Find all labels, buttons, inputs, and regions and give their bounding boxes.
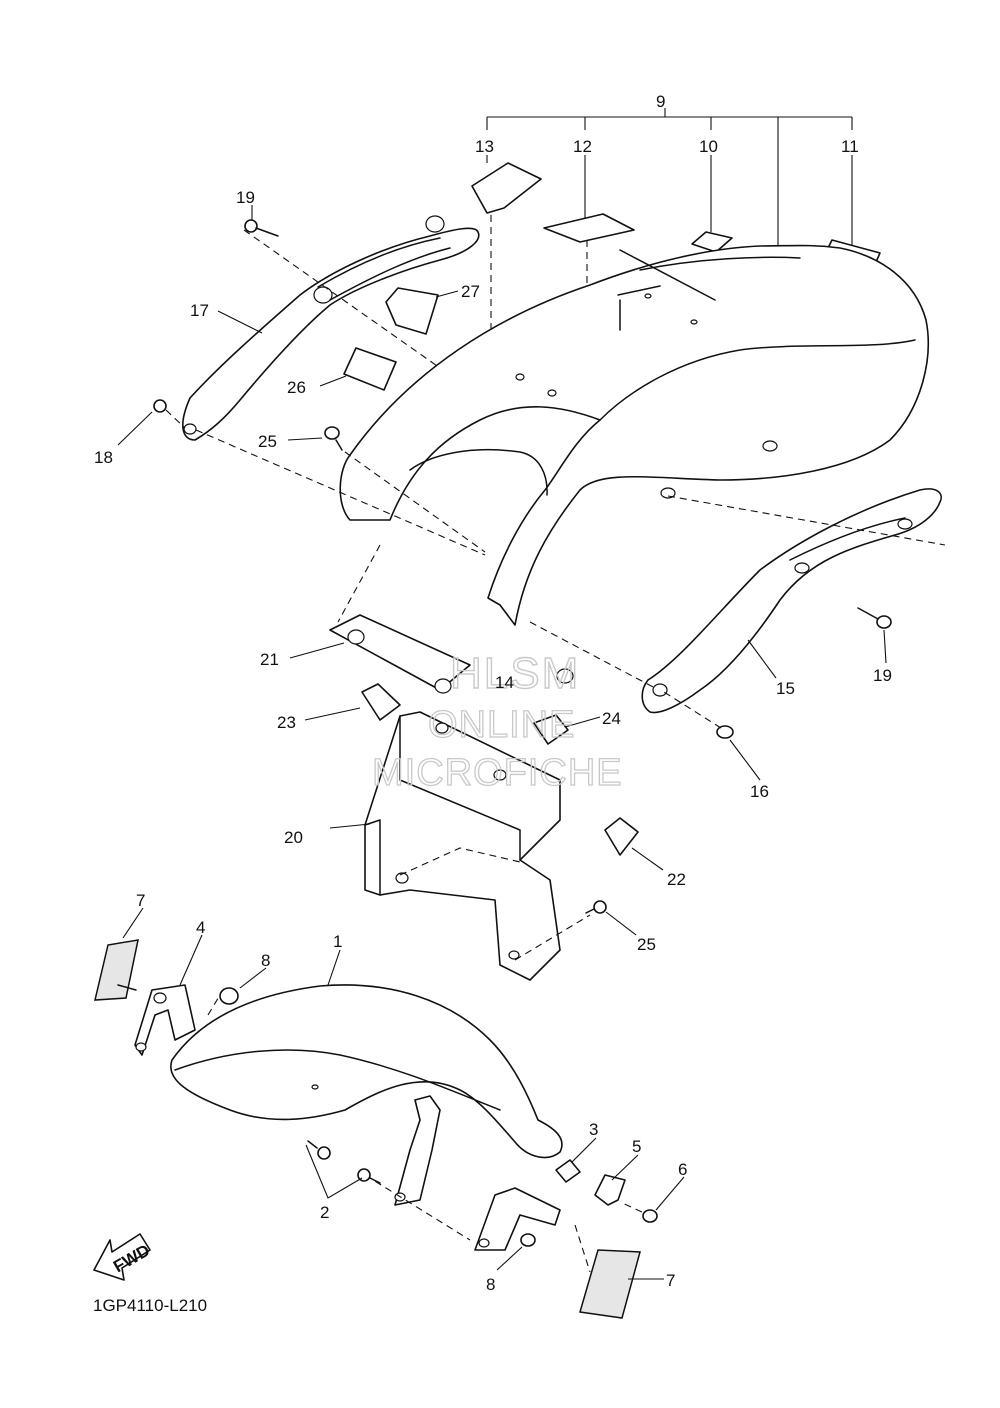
callout-12: 12 — [573, 137, 592, 156]
callout-25-upper: 25 — [258, 432, 277, 451]
damper-23 — [361, 683, 401, 721]
bracket-20 — [364, 711, 591, 981]
damper-22 — [604, 817, 639, 856]
reflector-7-left — [94, 939, 139, 1001]
callout-15: 15 — [776, 679, 795, 698]
callout-6: 6 — [678, 1160, 687, 1179]
callout-25-lower: 25 — [637, 935, 656, 954]
diagram-ref-code: 1GP4110-L210 — [93, 1296, 207, 1315]
callout-17: 17 — [190, 301, 209, 320]
plate-21 — [329, 544, 471, 691]
callout-8-right: 8 — [486, 1275, 495, 1294]
callout-22: 22 — [667, 870, 686, 889]
callout-2: 2 — [320, 1203, 329, 1222]
rear-fender — [339, 244, 929, 626]
rear-stay-right — [529, 488, 946, 714]
fwd-arrow-icon: FWD — [93, 1233, 153, 1281]
callout-5: 5 — [632, 1137, 641, 1156]
spacer-3 — [555, 1159, 581, 1183]
bracket-5 — [594, 1174, 626, 1206]
watermark-line1: HLSM — [450, 649, 580, 698]
callout-24: 24 — [602, 709, 621, 728]
bolt-6 — [619, 1201, 658, 1223]
callout-27: 27 — [461, 282, 480, 301]
front-fender — [170, 984, 563, 1159]
callout-3: 3 — [589, 1120, 598, 1139]
nut-18 — [153, 399, 186, 429]
callout-16: 16 — [750, 782, 769, 801]
leader-lines — [117, 205, 887, 1280]
callout-13: 13 — [475, 137, 494, 156]
callout-11: 11 — [841, 137, 859, 156]
nut-8-right — [520, 1233, 536, 1247]
screw-25-lower — [585, 900, 607, 914]
rivet-16 — [663, 691, 734, 739]
decal-10 — [691, 231, 733, 253]
grommet-14 — [434, 668, 574, 694]
decal-12 — [543, 213, 635, 243]
reflector-27 — [385, 287, 439, 335]
reflector-26 — [343, 347, 397, 391]
callout-19-right: 19 — [873, 666, 892, 685]
callout-7-left: 7 — [136, 891, 145, 910]
watermark-line3: MICROFICHE — [372, 752, 623, 794]
decal-13 — [471, 162, 542, 214]
screw-25-upper — [324, 426, 486, 553]
callout-18: 18 — [94, 448, 113, 467]
callout-14: 14 — [495, 673, 514, 692]
callout-23: 23 — [277, 713, 296, 732]
callout-10: 10 — [699, 137, 718, 156]
watermark-line2: ONLINE — [428, 704, 575, 746]
callout-20: 20 — [284, 828, 303, 847]
rear-stay-left — [182, 215, 486, 556]
callout-1: 1 — [333, 932, 342, 951]
damper-24 — [533, 714, 569, 745]
callout-26: 26 — [287, 378, 306, 397]
callout-21: 21 — [260, 650, 279, 669]
bracket-4 — [134, 984, 221, 1056]
stay-right-front — [364, 1095, 561, 1251]
callout-19-upper: 19 — [236, 188, 255, 207]
callout-7-right: 7 — [666, 1271, 675, 1290]
callout-4: 4 — [196, 918, 205, 937]
callout-8-left: 8 — [261, 951, 270, 970]
bolt-19-right — [857, 607, 892, 629]
callout-9: 9 — [656, 92, 665, 111]
nut-8-left — [219, 987, 239, 1005]
reflector-7-right — [574, 1224, 641, 1319]
callouts: 9 13 12 10 11 19 17 27 26 25 18 21 14 23… — [94, 92, 892, 1294]
bolt-19-upper — [244, 219, 279, 237]
watermark: HLSM ONLINE MICROFICHE — [371, 648, 623, 794]
